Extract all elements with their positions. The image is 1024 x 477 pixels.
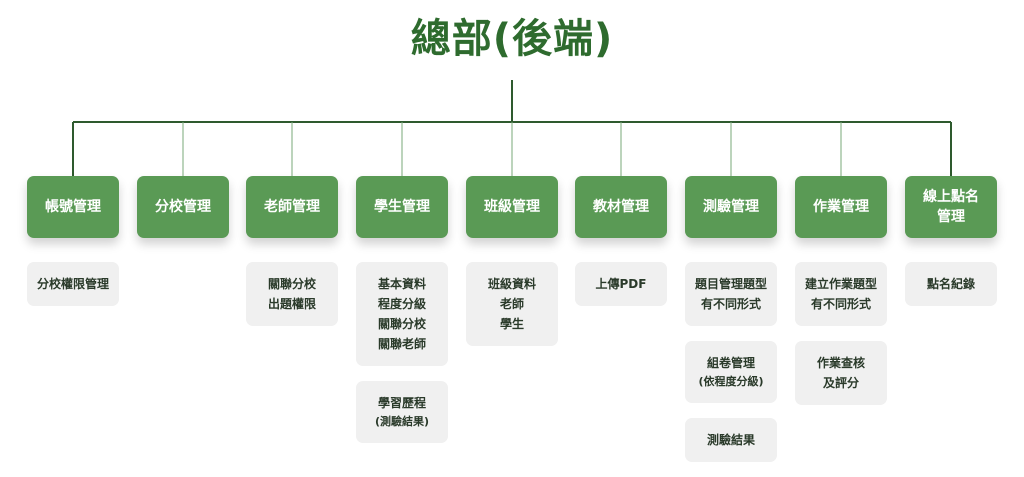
feature-list: 上傳PDF [575,262,667,306]
module-column: 老師管理關聯分校 出題權限 [246,176,338,341]
module-header: 測驗管理 [685,176,777,238]
feature-list: 點名紀錄 [905,262,997,306]
module-header: 學生管理 [356,176,448,238]
feature-text: 建立作業題型 有不同形式 [804,277,877,311]
feature-text: 測驗結果 [706,433,755,447]
module-header: 分校管理 [137,176,229,238]
feature-card: 測驗結果 [685,418,777,462]
module-column: 線上點名 管理點名紀錄 [905,176,997,321]
feature-list: 題目管理題型 有不同形式組卷管理 (依程度分級) 測驗結果 [685,262,777,462]
feature-note: (依程度分級) [698,375,764,388]
feature-card: 班級資料 老師 學生 [466,262,558,346]
feature-card: 上傳PDF [575,262,667,306]
module-column: 測驗管理題目管理題型 有不同形式組卷管理 (依程度分級) 測驗結果 [685,176,777,477]
page-title: 總部(後端) [410,16,614,62]
feature-text: 學習歷程 [377,396,426,410]
feature-list: 建立作業題型 有不同形式作業查核 及評分 [795,262,887,405]
module-header: 老師管理 [246,176,338,238]
module-column: 教材管理上傳PDF [575,176,667,321]
feature-card: 關聯分校 出題權限 [246,262,338,326]
module-column: 分校管理 [137,176,229,262]
module-header: 教材管理 [575,176,667,238]
feature-note: (測驗結果) [374,415,430,428]
feature-card: 組卷管理 (依程度分級) [685,341,777,403]
feature-text: 班級資料 老師 學生 [487,277,536,331]
feature-text: 作業查核 及評分 [816,356,865,390]
module-header: 作業管理 [795,176,887,238]
feature-card: 建立作業題型 有不同形式 [795,262,887,326]
feature-text: 上傳PDF [595,277,647,291]
feature-card: 學習歷程 (測驗結果) [356,381,448,443]
feature-text: 基本資料 程度分級 關聯分校 關聯老師 [377,277,426,351]
feature-card: 題目管理題型 有不同形式 [685,262,777,326]
feature-card: 作業查核 及評分 [795,341,887,405]
feature-text: 點名紀錄 [926,277,975,291]
feature-list: 分校權限管理 [27,262,119,306]
module-column: 學生管理基本資料 程度分級 關聯分校 關聯老師學習歷程 (測驗結果) [356,176,448,458]
module-column: 班級管理班級資料 老師 學生 [466,176,558,361]
feature-list: 班級資料 老師 學生 [466,262,558,346]
feature-text: 關聯分校 出題權限 [267,277,316,311]
feature-list: 關聯分校 出題權限 [246,262,338,326]
feature-text: 題目管理題型 有不同形式 [694,277,767,311]
feature-text: 分校權限管理 [36,277,109,291]
module-header: 帳號管理 [27,176,119,238]
feature-list: 基本資料 程度分級 關聯分校 關聯老師學習歷程 (測驗結果) [356,262,448,443]
feature-card: 分校權限管理 [27,262,119,306]
module-header: 線上點名 管理 [905,176,997,238]
feature-card: 點名紀錄 [905,262,997,306]
feature-text: 組卷管理 [706,356,755,370]
feature-card: 基本資料 程度分級 關聯分校 關聯老師 [356,262,448,366]
module-header: 班級管理 [466,176,558,238]
module-column: 帳號管理分校權限管理 [27,176,119,321]
module-column: 作業管理建立作業題型 有不同形式作業查核 及評分 [795,176,887,420]
